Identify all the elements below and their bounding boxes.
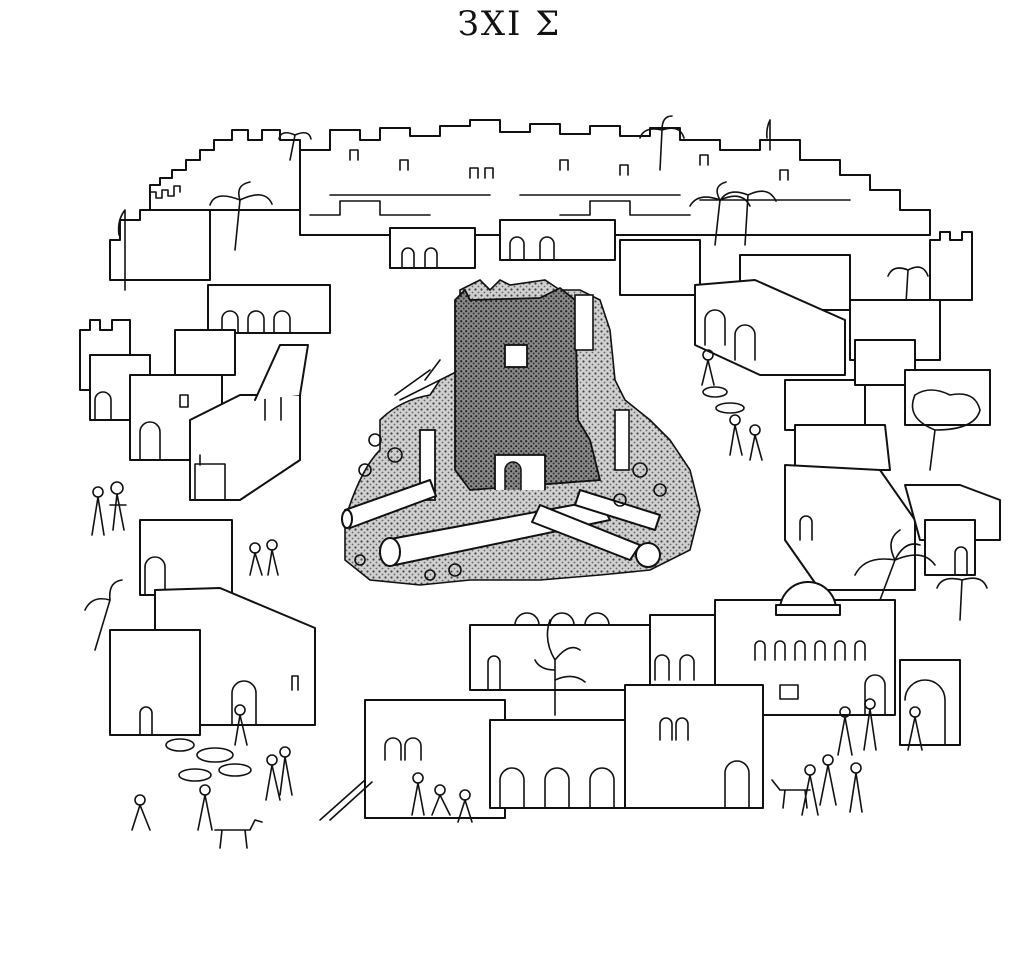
right-buildings — [694, 279, 1001, 591]
townspeople — [91, 349, 923, 849]
dome-building — [775, 581, 841, 616]
palm-trees — [117, 115, 929, 321]
side-palms — [84, 529, 988, 651]
page-caption: ЗХІ Σ — [457, 4, 562, 44]
person-icon — [109, 481, 127, 531]
city-wall — [79, 119, 973, 391]
foreground-buildings — [319, 581, 961, 821]
fallen-columns — [341, 359, 667, 581]
left-buildings — [89, 329, 316, 736]
